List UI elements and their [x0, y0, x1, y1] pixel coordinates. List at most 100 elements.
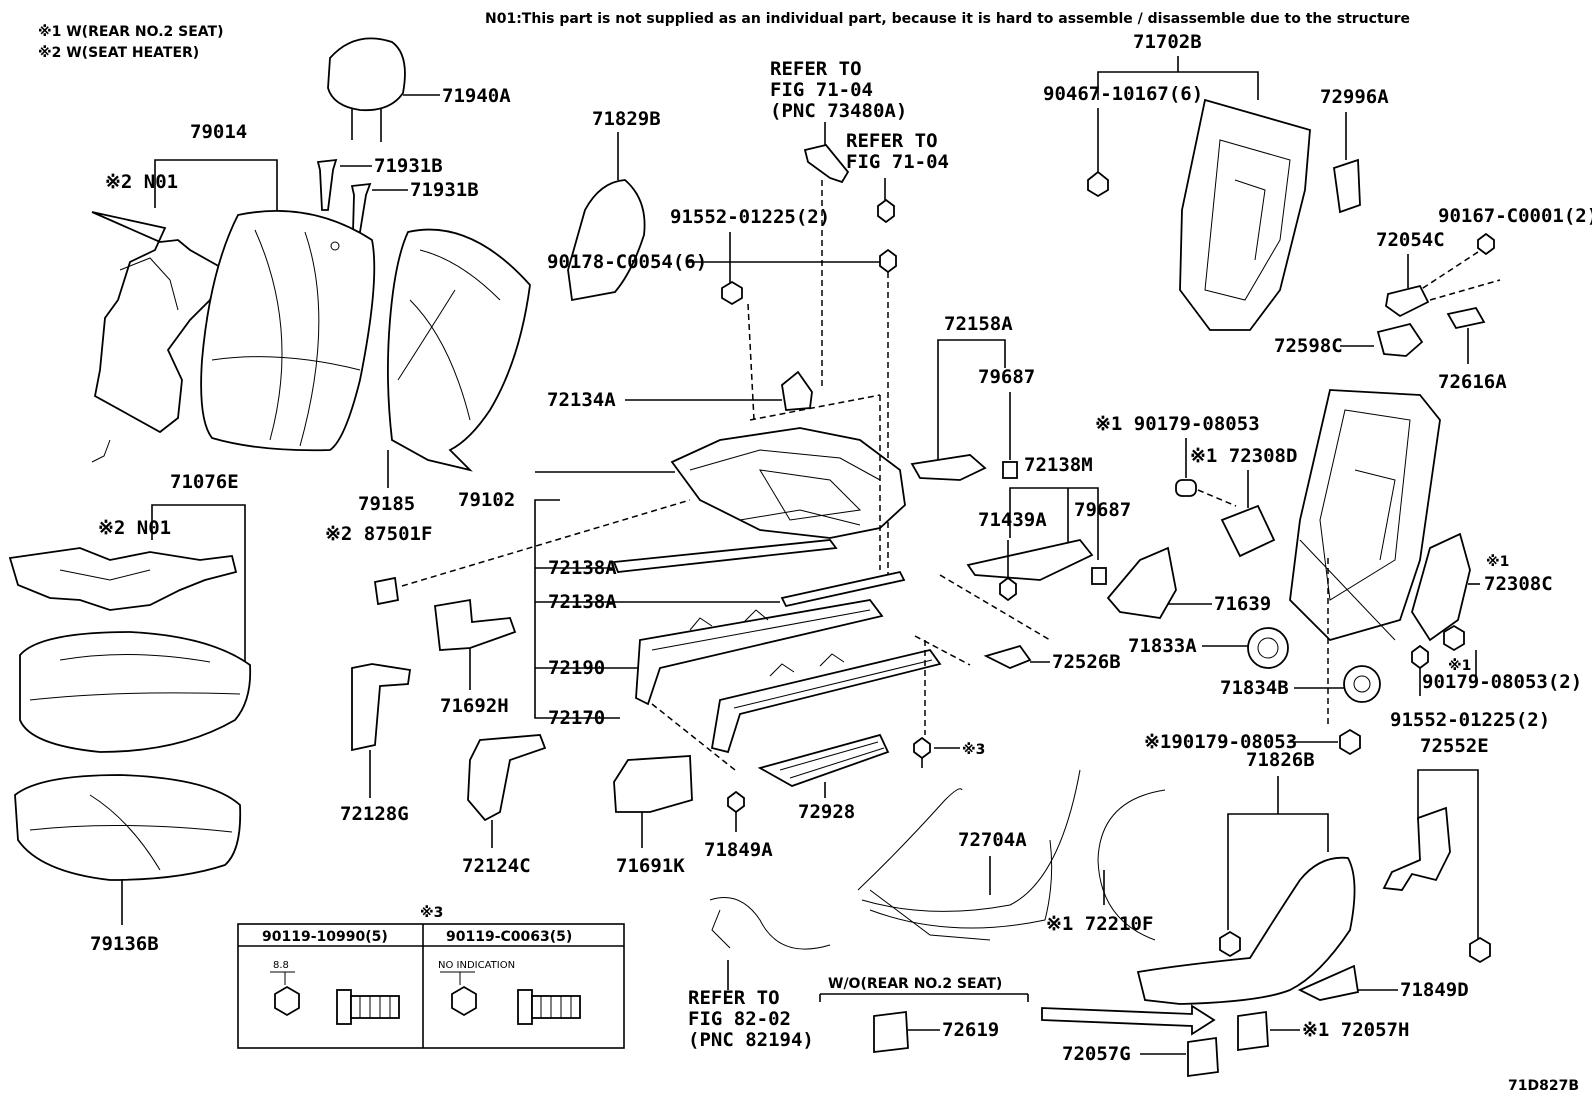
label-72128g: 72128G	[340, 803, 409, 825]
cover-71691k[interactable]	[613, 755, 693, 848]
support-71931b-2[interactable]	[350, 182, 408, 233]
cover-71692h[interactable]	[434, 598, 517, 690]
note-seat-heater: ※2 W(SEAT HEATER)	[38, 45, 199, 61]
bolt-mark3[interactable]	[913, 736, 960, 768]
nut-90179-b[interactable]	[1443, 624, 1477, 676]
bolt-90119-10990	[270, 971, 400, 1025]
bracket-72308d[interactable]	[1220, 470, 1276, 558]
label-71691k: 71691K	[616, 855, 685, 877]
nut-90178[interactable]	[879, 248, 897, 580]
label-90167: 90167-C0001(2)	[1438, 205, 1592, 227]
cover-72138m[interactable]	[966, 538, 1094, 581]
ref-82-02-line3: (PNC 82194)	[688, 1029, 814, 1051]
label-90179-b: 90179-08053(2)	[1422, 671, 1582, 693]
screw-90167[interactable]	[1419, 232, 1495, 291]
seatback-pad-79185[interactable]	[387, 228, 531, 488]
cover-71639[interactable]	[1106, 546, 1212, 619]
label-79687-2: 79687	[1074, 499, 1131, 521]
label-72598c: 72598C	[1274, 335, 1343, 357]
clip-71849d-top[interactable]	[1469, 936, 1491, 964]
seat-belt-buckle[interactable]	[803, 122, 850, 390]
cover-72616a[interactable]	[1446, 306, 1486, 364]
label-72057g: 72057G	[1062, 1043, 1131, 1065]
spring-79687-1[interactable]	[1002, 392, 1018, 479]
label-71940a: 71940A	[442, 85, 511, 107]
label-72134a: 72134A	[547, 389, 616, 411]
cover-72128g[interactable]	[351, 663, 412, 798]
label-91552-top: 91552-01225(2)	[670, 206, 830, 228]
motor-71833a[interactable]	[1202, 627, 1289, 669]
label-72928: 72928	[798, 801, 855, 823]
label-90179-c: ※190179-08053	[1144, 731, 1297, 753]
cover-72054c[interactable]	[1385, 254, 1501, 318]
cover-71826b[interactable]	[1136, 856, 1398, 1005]
wire-harness-82194[interactable]	[709, 897, 831, 991]
bushing-90179-a[interactable]	[1175, 438, 1237, 507]
label-87501f: ※2 87501F	[325, 523, 432, 545]
cushion-pad-79136b[interactable]	[14, 774, 242, 925]
switch-72619[interactable]	[873, 1010, 940, 1054]
label-72138m: 72138M	[1024, 454, 1093, 476]
label-wo-rear: W/O(REAR NO.2 SEAT)	[828, 976, 1002, 992]
bolt-91552-top[interactable]	[721, 232, 755, 421]
cover-72526b[interactable]	[939, 574, 1051, 669]
buckle-bolt[interactable]	[877, 178, 895, 224]
back-board-71702b[interactable]	[1179, 98, 1311, 331]
rail-72190[interactable]	[635, 599, 884, 706]
clip-71439a[interactable]	[999, 540, 1017, 602]
support-71931b-1[interactable]	[316, 158, 372, 211]
label-90178: 90178-C0054(6)	[547, 251, 707, 273]
seatback-cover-79014[interactable]	[200, 210, 376, 452]
recliner-72308c[interactable]	[1411, 532, 1480, 642]
label-79102: 79102	[458, 489, 515, 511]
clip-90467[interactable]	[1087, 108, 1109, 198]
label-91552-bot: 91552-01225(2)	[1390, 709, 1550, 731]
bracket-72134a[interactable]	[781, 370, 813, 411]
label-71849a: 71849A	[704, 839, 773, 861]
headrest-71940a[interactable]	[327, 37, 440, 142]
wire-harness-72704a[interactable]	[857, 769, 1081, 941]
label-72308c-mark: ※1	[1486, 554, 1509, 570]
cover-72124c[interactable]	[467, 734, 547, 848]
rail-72170[interactable]	[710, 648, 942, 754]
heater-connector-87501f[interactable]	[373, 499, 691, 606]
ref-82-02-line1: REFER TO	[688, 987, 780, 1009]
label-90179-b-mark: ※1	[1448, 658, 1471, 674]
cable-72210f[interactable]	[1097, 789, 1166, 941]
nut-90179-c[interactable]	[1288, 558, 1361, 756]
label-71692h: 71692H	[440, 695, 509, 717]
ref-71-04-line2: FIG 71-04	[846, 151, 949, 173]
side-cover-71829b[interactable]	[567, 132, 646, 302]
handle-72996a[interactable]	[1333, 112, 1361, 214]
seatback-frame[interactable]	[1289, 389, 1441, 642]
switch-72057g[interactable]	[1140, 1036, 1219, 1078]
cover-72598c[interactable]	[1340, 322, 1424, 357]
label-71439a: 71439A	[978, 509, 1047, 531]
seatback-heater-mat[interactable]	[91, 211, 224, 463]
clip-71849a[interactable]	[727, 790, 745, 832]
ref-71-04-pnc-line2: FIG 71-04	[770, 79, 873, 101]
motor-71834b[interactable]	[1294, 665, 1381, 703]
seat-frame-79102[interactable]	[670, 394, 906, 570]
spring-79687-2[interactable]	[1091, 567, 1107, 585]
strip-72138a-2[interactable]	[780, 570, 906, 608]
label-72057h: ※1 72057H	[1302, 1019, 1409, 1041]
strip-72138a-1[interactable]	[612, 539, 838, 573]
bolt-90119-c0063	[440, 971, 581, 1025]
cushion-cover-71076e[interactable]	[19, 631, 252, 753]
label-71931b-1: 71931B	[374, 155, 443, 177]
label-72170: 72170	[548, 707, 605, 729]
label-72308c: 72308C	[1484, 573, 1553, 595]
bolt-91552-bottom[interactable]	[1411, 644, 1429, 696]
label-72138a-2: 72138A	[548, 591, 617, 613]
switch-72057h[interactable]	[1237, 1010, 1300, 1052]
cushion-heater-mat[interactable]	[8, 547, 238, 611]
label-79185: 79185	[358, 493, 415, 515]
label-90467: 90467-10167(6)	[1043, 83, 1203, 105]
bracket-72552e[interactable]	[1382, 806, 1451, 891]
label-72210f: ※1 72210F	[1046, 913, 1153, 935]
cover-72928[interactable]	[757, 733, 890, 798]
lever-72158a[interactable]	[910, 454, 987, 481]
ref-82-02-line2: FIG 82-02	[688, 1008, 791, 1030]
